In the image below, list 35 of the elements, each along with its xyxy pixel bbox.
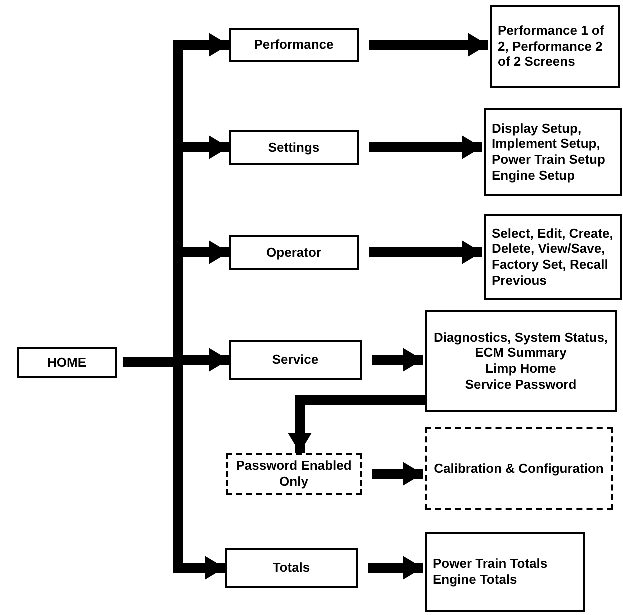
menu-text: Calibration & Configuration: [434, 460, 604, 476]
menu-text: Select, Edit, Create, Delete, View/Save, Factory Set, Recall Previous: [492, 226, 614, 288]
menu-text: Totals: [272, 560, 310, 576]
menu-box: [229, 235, 359, 270]
menu-text: Limp Home: [486, 361, 556, 377]
menu-box: [490, 5, 620, 88]
arrow: [288, 395, 425, 453]
dashed-menu-box: [226, 453, 362, 495]
arrow: [372, 348, 423, 372]
menu-box: [484, 214, 622, 300]
arrow: [368, 556, 423, 580]
dashed-menu-box: [425, 427, 613, 510]
arrow: [372, 462, 423, 486]
menu-text: HOME: [48, 354, 86, 370]
menu-text: Settings: [268, 140, 320, 156]
menu-box: [425, 310, 617, 412]
menu-text: Service: [272, 352, 319, 368]
menu-text: Diagnostics, System Status, ECM Summary: [433, 330, 609, 361]
menu-text: Performance 1 of 2, Performance 2 of 2 Screens: [498, 23, 606, 70]
menu-box: [229, 130, 359, 165]
menu-box: [229, 340, 362, 380]
menu-text: Performance: [254, 37, 334, 53]
arrow: [369, 240, 482, 264]
menu-box: [225, 548, 358, 588]
arrow: [369, 33, 488, 57]
menu-box: [17, 347, 117, 378]
menu-text: Display Setup, Implement Setup, Power Train Setup Engine Setup: [492, 120, 606, 184]
menu-box: [425, 532, 585, 612]
menu-box: [229, 28, 359, 62]
menu-text: Password Enabled Only: [235, 458, 353, 490]
menu-text: Power Train Totals Engine Totals: [433, 556, 549, 588]
arrow: [369, 136, 482, 160]
menu-box: [484, 108, 622, 196]
menu-text: Operator: [266, 244, 322, 260]
menu-text: Service Password: [465, 376, 577, 392]
